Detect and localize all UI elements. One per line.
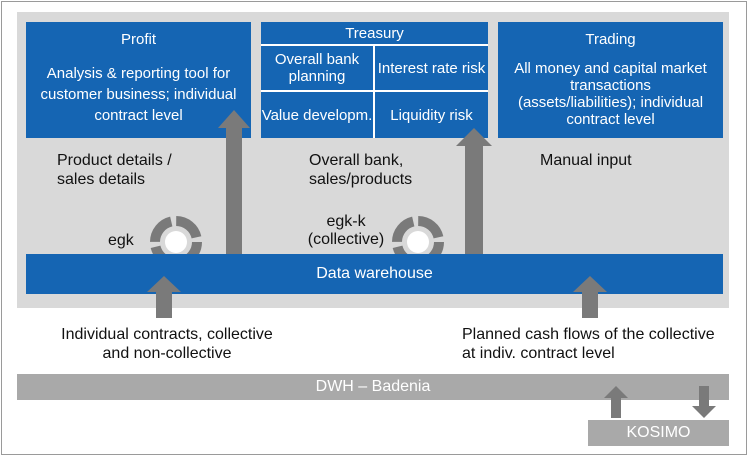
cycle-icon <box>392 216 444 268</box>
profit-title: Profit <box>120 31 156 48</box>
overall-bank-label: Overall bank, sales/products <box>309 152 413 188</box>
arrow-down-to-kosimo <box>692 386 716 418</box>
treasury-interest-rate-risk: Interest rate risk <box>375 46 488 90</box>
trading-title: Trading <box>585 31 636 48</box>
data-warehouse-bar: Data warehouse <box>26 254 723 294</box>
arrow-up-individual-contracts <box>147 276 181 318</box>
treasury-value-development: Value developm. <box>261 92 373 138</box>
arrow-up-to-treasury <box>456 128 492 260</box>
egk-label: egk <box>108 232 134 249</box>
trading-box: Trading All money and capital market tra… <box>498 22 723 138</box>
profit-box: Profit Analysis & reporting tool for cus… <box>26 22 251 138</box>
product-details-label: Product details / sales details <box>57 152 172 188</box>
trading-description: All money and capital market transaction… <box>514 60 707 128</box>
treasury-overall-bank-planning: Overall bank planning <box>261 46 373 90</box>
arrow-up-from-kosimo <box>604 386 628 418</box>
dwh-badenia-label: DWH – Badenia <box>315 378 431 395</box>
kosimo-label: KOSIMO <box>626 424 691 441</box>
arrow-up-planned-cash-flows <box>573 276 607 318</box>
cycle-icon <box>150 216 202 268</box>
profit-description: Analysis & reporting tool for customer b… <box>40 65 237 124</box>
planned-cash-flows-label: Planned cash flows of the collective at … <box>462 326 715 362</box>
egk-k-label: egk-k (collective) <box>307 213 385 248</box>
treasury-box: Treasury Overall bank planning Interest … <box>261 22 488 138</box>
data-warehouse-label: Data warehouse <box>316 265 433 282</box>
kosimo-box: KOSIMO <box>588 420 729 446</box>
individual-contracts-label: Individual contracts, collective and non… <box>61 326 273 362</box>
treasury-title: Treasury <box>261 22 488 44</box>
arrow-up-to-profit <box>218 110 250 260</box>
treasury-liquidity-risk: Liquidity risk <box>375 92 488 138</box>
manual-input-label: Manual input <box>540 152 632 169</box>
